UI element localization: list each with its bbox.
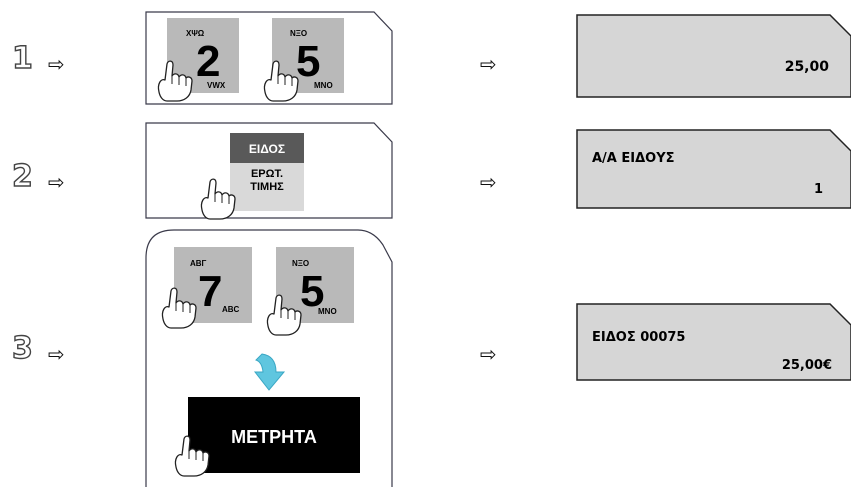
display-2-title: Α/Α ΕΙΔΟΥΣ — [592, 151, 675, 166]
step-number-3: 3 — [11, 331, 33, 366]
key-5-top-label: ΝΞΟ — [292, 259, 309, 268]
step-number-1: 1 — [11, 41, 33, 76]
arrow-icon: ⇨ — [480, 342, 497, 366]
display-3-title: ΕΙΔΟΣ 00075 — [592, 330, 685, 345]
step-number-2: 2 — [11, 159, 33, 194]
key-7-bottom-label: ABC — [222, 305, 240, 314]
arrow-icon: ⇨ — [48, 170, 65, 194]
arrow-icon: ⇨ — [480, 52, 497, 76]
key-7-top-label: ΑΒΓ — [190, 259, 207, 268]
arrow-icon: ⇨ — [48, 342, 65, 366]
key-5-top-label: ΝΞΟ — [290, 29, 307, 38]
key-7-digit: 7 — [198, 267, 222, 316]
key-2-bottom-label: VWX — [207, 81, 226, 90]
display-1-value: 25,00 — [785, 59, 830, 75]
item-key-button: ΕΙΔΟΣ ΕΡΩΤ. ΤΙΜΗΣ — [230, 133, 304, 211]
item-key-top-label: ΕΙΔΟΣ — [249, 142, 285, 156]
display-screen-1 — [576, 14, 851, 98]
display-screen-2 — [576, 129, 851, 209]
display-screen-3 — [576, 303, 851, 381]
key-2-digit: 2 — [196, 37, 220, 86]
key-5-digit: 5 — [296, 37, 320, 86]
item-key-line1: ΕΡΩΤ. — [251, 168, 283, 180]
cash-button-label: ΜΕΤΡΗΤΑ — [231, 427, 317, 447]
item-key-line2: ΤΙΜΗΣ — [250, 181, 284, 193]
display-3-value: 25,00€ — [782, 358, 832, 373]
key-5-digit: 5 — [300, 267, 324, 316]
arrow-icon: ⇨ — [480, 170, 497, 194]
key-5-bottom-label: MNO — [318, 307, 337, 316]
key-2-top-label: ΧΨΩ — [186, 29, 205, 38]
down-arrow-icon — [253, 353, 286, 391]
cash-button: ΜΕΤΡΗΤΑ — [188, 397, 360, 473]
display-2-value: 1 — [814, 182, 823, 197]
arrow-icon: ⇨ — [48, 52, 65, 76]
key-5-bottom-label: MNO — [314, 81, 333, 90]
